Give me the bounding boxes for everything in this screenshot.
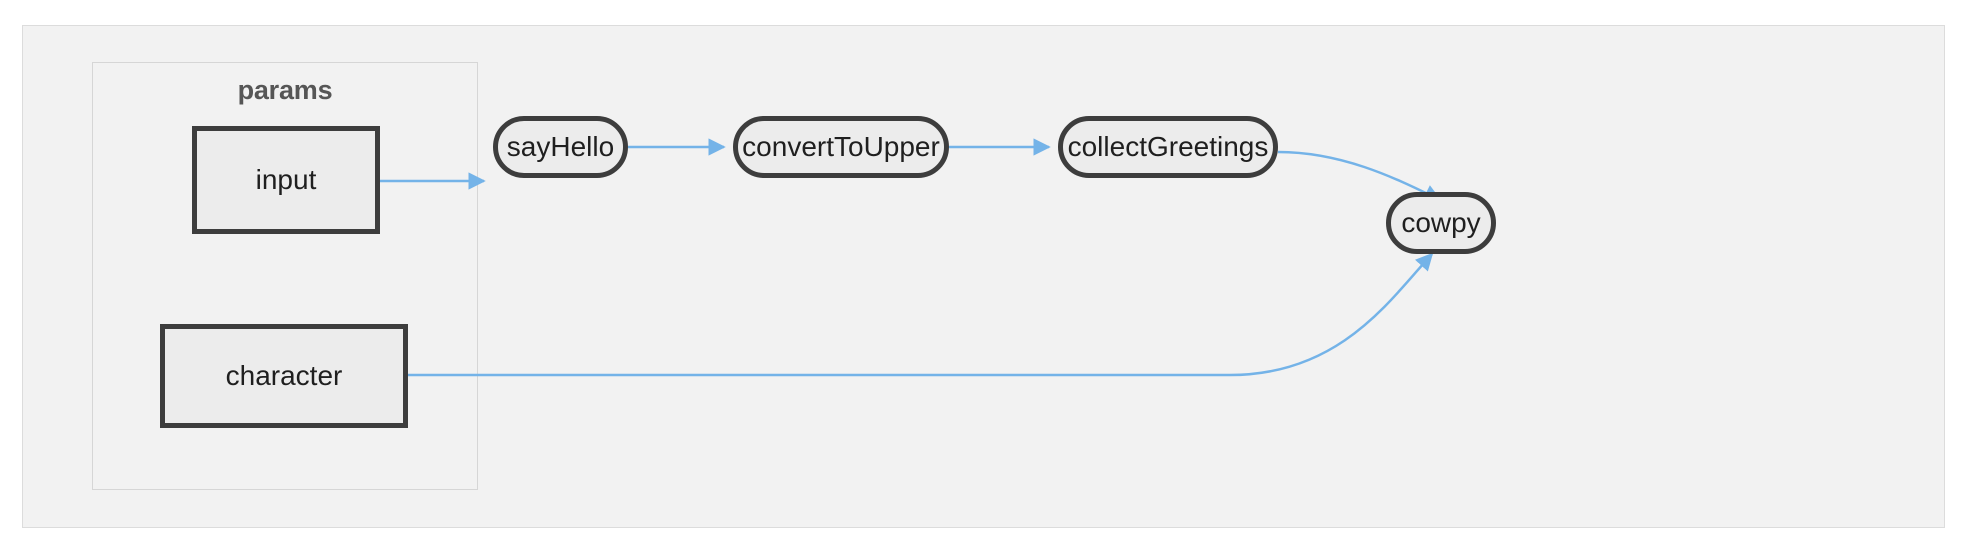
node-collectgreetings-label: collectGreetings: [1067, 131, 1269, 162]
node-cowpy-label: cowpy: [1401, 207, 1481, 238]
node-character[interactable]: character: [160, 324, 408, 428]
node-cowpy[interactable]: cowpy: [1386, 192, 1496, 254]
node-character-label: character: [225, 360, 343, 391]
node-input[interactable]: input: [192, 126, 380, 234]
node-converttoupper[interactable]: convertToUpper: [733, 116, 949, 178]
node-sayhello-label: sayHello: [506, 131, 615, 162]
node-collectgreetings[interactable]: collectGreetings: [1058, 116, 1278, 178]
node-sayhello[interactable]: sayHello: [493, 116, 628, 178]
node-converttoupper-label: convertToUpper: [742, 131, 940, 162]
cluster-params-label: params: [237, 75, 333, 105]
node-input-label: input: [255, 164, 317, 195]
